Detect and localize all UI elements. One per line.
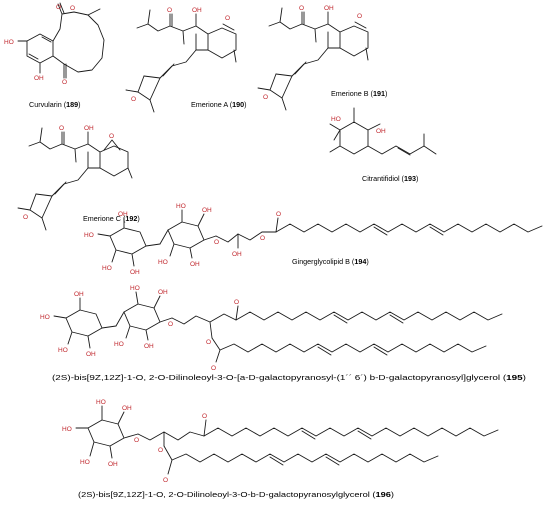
caption-curvularin: Curvularin (189) bbox=[29, 100, 81, 109]
atom-o: O bbox=[131, 96, 136, 103]
caption-196: (2S)-bis[9Z,12Z]-1-O, 2-O-Dilinoleoyl-3-… bbox=[78, 490, 394, 499]
atom-oh: OH bbox=[84, 125, 94, 132]
atom-ho: HO bbox=[96, 399, 106, 406]
atom-ho: HO bbox=[102, 265, 112, 272]
atom-oh: OH bbox=[144, 343, 154, 350]
caption-emerione-b: Emerione B (191) bbox=[331, 89, 387, 98]
atom-ho: HO bbox=[158, 259, 168, 266]
structure-emerione-b: O OH O O Emerione B (191) bbox=[257, 5, 387, 111]
atom-o: O bbox=[260, 235, 265, 242]
atom-o: O bbox=[167, 7, 172, 14]
caption-emerione-c: Emerione C (192) bbox=[83, 214, 140, 223]
caption-195: (2S)-bis[9Z,12Z]-1-O, 2-O-Dilinoleoyl-3-… bbox=[52, 373, 526, 382]
atom-oh: OH bbox=[74, 291, 84, 298]
structure-196: HO OH HO HO OH O O O O (2S)-bis[9Z,12Z]-… bbox=[62, 399, 499, 499]
atom-oh: OH bbox=[86, 351, 96, 358]
atom-ho: HO bbox=[4, 39, 14, 46]
atom-ho: HO bbox=[176, 203, 186, 210]
atom-o: O bbox=[263, 94, 268, 101]
atom-ho: HO bbox=[80, 459, 90, 466]
atom-oh: OH bbox=[158, 289, 168, 296]
atom-oh: OH bbox=[232, 251, 242, 258]
atom-o: O bbox=[214, 239, 219, 246]
atom-oh: OH bbox=[108, 461, 118, 468]
atom-o: O bbox=[276, 211, 281, 218]
atom-o: O bbox=[225, 15, 230, 22]
atom-ho: HO bbox=[130, 285, 140, 292]
atom-o: O bbox=[23, 214, 28, 221]
atom-o: O bbox=[206, 339, 211, 346]
atom-o: O bbox=[109, 133, 114, 140]
caption-citrantifidiol: Citrantifidiol (193) bbox=[362, 174, 418, 183]
atom-o: O bbox=[168, 321, 173, 328]
atom-oh: OH bbox=[34, 75, 44, 82]
atom-oh: OH bbox=[118, 211, 128, 218]
atom-o: O bbox=[158, 447, 163, 454]
atom-oh: OH bbox=[122, 405, 132, 412]
atom-ho: HO bbox=[62, 426, 72, 433]
atom-ho: HO bbox=[331, 116, 341, 123]
atom-o: O bbox=[357, 13, 362, 20]
atom-ho: HO bbox=[58, 347, 68, 354]
atom-o: O bbox=[211, 365, 216, 372]
caption-gingerglycolipid-b: Gingerglycolipid B (194) bbox=[292, 257, 369, 266]
atom-o: O bbox=[163, 477, 168, 484]
structure-citrantifidiol: HO OH Citrantifidiol (193) bbox=[329, 107, 437, 183]
atom-o: O bbox=[134, 437, 139, 444]
atom-ho: HO bbox=[40, 314, 50, 321]
atom-oh: OH bbox=[192, 7, 202, 14]
atom-oh: OH bbox=[202, 207, 212, 214]
atom-oh: OH bbox=[324, 5, 334, 12]
atom-o: O bbox=[56, 4, 61, 11]
atom-ho: HO bbox=[114, 341, 124, 348]
atom-o: O bbox=[59, 125, 64, 132]
atom-o: O bbox=[62, 79, 67, 86]
atom-o: O bbox=[299, 5, 304, 12]
structure-195: HO OH HO OH HO OH HO OH O O O O (2S)-bis… bbox=[40, 285, 526, 382]
structure-emerione-a: O OH O O Emerione A (190) bbox=[125, 7, 247, 113]
atom-oh: OH bbox=[190, 261, 200, 268]
atom-o: O bbox=[202, 413, 207, 420]
structure-emerione-c: O OH O O Emerione C (192) bbox=[17, 125, 140, 231]
atom-o: O bbox=[234, 299, 239, 306]
atom-o: O bbox=[70, 5, 75, 12]
atom-oh: OH bbox=[130, 269, 140, 276]
atom-ho: HO bbox=[84, 232, 94, 239]
caption-emerione-a: Emerione A (190) bbox=[191, 100, 247, 109]
atom-oh: OH bbox=[376, 128, 386, 135]
structure-gingerglycolipid-b: HO OH HO OH HO OH HO OH O OH O O Gingerg… bbox=[84, 203, 543, 276]
structure-curvularin: O O O HO OH Curvularin (189) bbox=[4, 2, 105, 109]
